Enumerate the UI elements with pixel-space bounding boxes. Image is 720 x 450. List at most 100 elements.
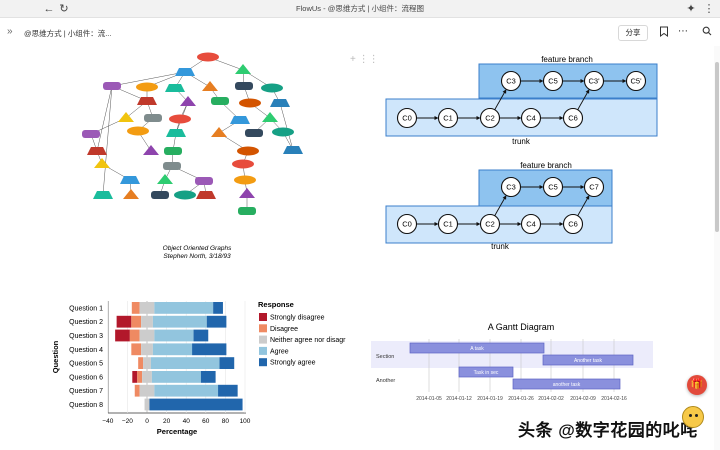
likert-bar-segment xyxy=(193,329,209,342)
likert-bar-segment xyxy=(150,357,220,369)
gantt-task-bar xyxy=(458,366,514,378)
gantt-task-bar xyxy=(409,342,545,354)
share-button[interactable]: 分享 xyxy=(618,25,648,41)
likert-chart: Question 1 Question 2 Question 3 Question 4… xyxy=(51,300,346,436)
commit-node xyxy=(583,176,605,198)
likert-bar-segment xyxy=(200,371,216,383)
likert-bar-segment xyxy=(154,302,214,314)
another-label: Another xyxy=(376,378,395,384)
gantt-chart: A Gantt Diagram Section Another A taskAn… xyxy=(371,322,653,402)
commit-node xyxy=(437,107,459,129)
graph-node xyxy=(82,130,100,138)
gantt-task-label: Task in sec xyxy=(474,370,499,376)
bookmark-icon[interactable] xyxy=(657,26,671,40)
question-label: Question 2 xyxy=(69,319,103,326)
question-label: Question 3 xyxy=(69,333,103,340)
object-oriented-graph xyxy=(82,52,303,215)
commit-node xyxy=(500,70,522,92)
likert-bar-segment xyxy=(219,357,235,369)
more-icon[interactable]: ⋯ xyxy=(678,26,688,37)
gantt-task-bar xyxy=(512,378,621,390)
question-label: Question 7 xyxy=(69,388,103,395)
gantt-title: A Gantt Diagram xyxy=(488,322,555,332)
legend-label: Disagree xyxy=(270,326,298,333)
graph-edge xyxy=(96,85,113,152)
arrowhead xyxy=(476,222,481,226)
graph-node xyxy=(123,189,139,199)
x-tick-label: −40 xyxy=(102,418,113,425)
scrollbar-track[interactable] xyxy=(714,46,720,450)
graph-caption-line2: Stephen North, 3/18/93 xyxy=(163,253,231,260)
document-canvas: Object Oriented Graphs Stephen North, 3/… xyxy=(51,52,658,436)
question-label: Question 1 xyxy=(69,305,103,312)
graph-node xyxy=(93,191,113,199)
document-header: » @思维方式 | 小组件：流... 分享 ⋯ xyxy=(0,18,720,46)
graph-node xyxy=(174,190,196,200)
reload-icon[interactable]: ↻ xyxy=(59,3,69,15)
commit-node xyxy=(625,70,647,92)
graph-node xyxy=(151,191,169,199)
commit-label: C0 xyxy=(402,220,412,229)
extension-icon[interactable]: ✦ xyxy=(686,3,696,15)
commit-node xyxy=(396,107,418,129)
likert-bar-segment xyxy=(152,315,207,328)
commit-label: C0 xyxy=(402,114,412,123)
commit-node xyxy=(520,213,542,235)
graph-node xyxy=(169,114,191,124)
likert-bar-segment xyxy=(149,398,243,411)
x-tick-label: 20 xyxy=(163,418,171,425)
commit-label: C7 xyxy=(589,183,599,192)
scrollbar-thumb[interactable] xyxy=(715,62,719,232)
legend-label: Strongly agree xyxy=(270,360,316,367)
expand-sidebar-icon[interactable]: » xyxy=(7,26,13,37)
graph-node xyxy=(262,112,278,122)
graph-node xyxy=(270,99,290,107)
commit-label: C4 xyxy=(526,220,536,229)
arrowhead xyxy=(580,79,585,83)
commit-edge xyxy=(494,197,506,216)
menu-dots-icon[interactable]: ⋮ xyxy=(703,3,715,15)
arrowhead xyxy=(539,185,544,189)
commit-node xyxy=(437,213,459,235)
likert-bar-segment xyxy=(132,371,138,383)
commit-edge xyxy=(577,197,589,216)
trunk-label: trunk xyxy=(512,137,531,146)
commit-node xyxy=(542,70,564,92)
arrowhead xyxy=(434,222,439,226)
gantt-task-bar xyxy=(542,354,634,366)
gantt-date-label: 2014-01-05 xyxy=(416,396,442,402)
legend-swatch xyxy=(259,346,267,355)
commit-node xyxy=(479,213,501,235)
gantt-date-label: 2014-02-09 xyxy=(570,396,596,402)
watermark: 头条 @数字花园的叱咤 xyxy=(518,421,698,440)
x-tick-label: 80 xyxy=(222,418,230,425)
gift-button[interactable]: 🎁 xyxy=(687,375,707,395)
commit-node xyxy=(562,107,584,129)
graph-node xyxy=(137,97,157,105)
commit-label: C5 xyxy=(548,183,558,192)
commit-label: C5' xyxy=(630,77,642,86)
gantt-date-label: 2014-01-12 xyxy=(446,396,472,402)
breadcrumb[interactable]: @思维方式 | 小组件：流... xyxy=(24,29,112,38)
graph-node xyxy=(103,82,121,90)
back-icon[interactable]: ← xyxy=(43,3,55,15)
likert-bar-segment xyxy=(134,384,140,397)
x-tick-label: 40 xyxy=(183,418,191,425)
arrowhead xyxy=(580,185,585,189)
question-label: Question 4 xyxy=(69,347,103,354)
likert-bar-segment xyxy=(192,343,227,356)
search-icon[interactable] xyxy=(700,26,714,40)
graph-edge xyxy=(111,71,186,87)
arrowhead xyxy=(559,116,564,120)
graph-node xyxy=(127,126,149,136)
graph-node xyxy=(164,147,182,155)
graph-node xyxy=(118,112,134,122)
graph-node xyxy=(202,81,218,91)
add-block-handle[interactable]: + ⋮⋮ xyxy=(350,54,379,65)
graph-node xyxy=(196,191,216,199)
likert-bar-segment xyxy=(144,398,150,411)
likert-bar-segment xyxy=(139,329,155,342)
likert-bar-segment xyxy=(131,343,142,356)
commit-label: C6 xyxy=(568,114,578,123)
